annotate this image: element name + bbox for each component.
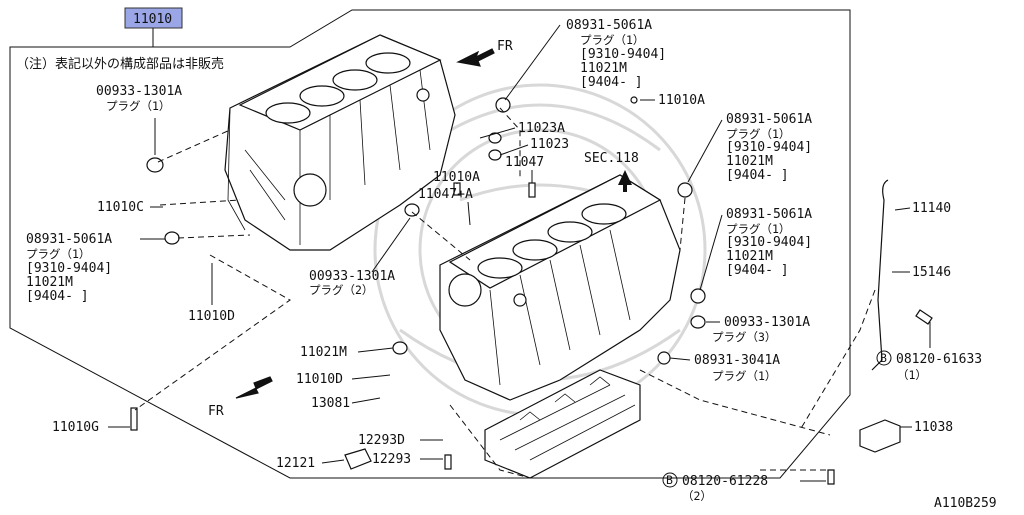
callout-00933-1301A-right[interactable]: 00933-1301A プラグ（3）	[706, 315, 810, 344]
callout-text: [9404- ]	[726, 168, 789, 183]
callout-text: 15146	[912, 265, 951, 280]
callout-12121[interactable]: 12121	[276, 456, 345, 471]
callout-text: （1）	[897, 368, 927, 382]
callout-11047-A[interactable]: 11047+A	[418, 187, 473, 226]
callout-text: 11021M	[26, 275, 73, 290]
callout-text: 13081	[311, 396, 350, 411]
callout-text: 08931-3041A	[694, 353, 780, 368]
callout-11010A-mid[interactable]: 11010A	[433, 170, 480, 185]
callout-11023[interactable]: 11023	[499, 137, 569, 156]
callout-11021M[interactable]: 11021M	[300, 345, 394, 360]
group-code: 11010	[133, 12, 172, 27]
callout-text: 11010C	[97, 200, 144, 215]
callout-text: 00933-1301A	[724, 315, 810, 330]
callout-text: [9404- ]	[580, 75, 643, 90]
callout-11010G[interactable]: 11010G	[52, 420, 130, 435]
callout-08120-61633[interactable]: B 08120-61633 （1）	[876, 322, 982, 382]
callout-11010D[interactable]: 11010D	[188, 263, 235, 324]
callout-11010A-top[interactable]: 11010A	[640, 93, 705, 108]
header-note: （注）表記以外の構成部品は非販売	[16, 56, 224, 72]
callout-text: [9310-9404]	[26, 261, 112, 276]
callout-text: プラグ（3）	[712, 330, 776, 344]
callout-text: プラグ（2）	[309, 283, 373, 297]
callout-text: [9404- ]	[726, 263, 789, 278]
callout-11010C[interactable]: 11010C	[97, 200, 163, 215]
callout-text: 11010D	[296, 372, 343, 387]
callout-00933-1301A-mid[interactable]: 00933-1301A プラグ（2）	[309, 217, 411, 297]
callout-text: [9310-9404]	[726, 140, 812, 155]
callout-text: 11021M	[726, 249, 773, 264]
callout-text: B	[666, 473, 673, 487]
callout-12293D[interactable]: 12293D	[358, 433, 443, 448]
cylinder-block-lower[interactable]	[439, 174, 681, 401]
callout-text: 08120-61228	[682, 474, 768, 489]
callout-text: 08931-5061A	[26, 232, 112, 247]
callout-08931-5061A-right1[interactable]: 08931-5061A プラグ（1） [9310-9404] 11021M [9…	[687, 112, 812, 183]
sec-label[interactable]: SEC.118	[584, 151, 639, 166]
guide-lines	[134, 107, 876, 479]
callout-text: 08931-5061A	[566, 18, 652, 33]
callout-11038[interactable]: 11038	[900, 420, 953, 435]
callout-12293[interactable]: 12293	[372, 452, 443, 467]
callout-11023A[interactable]: 11023A	[479, 121, 565, 139]
callout-text: 00933-1301A	[309, 269, 395, 284]
callout-text: [9310-9404]	[726, 235, 812, 250]
callout-text: 11010A	[658, 93, 705, 108]
frame-outline	[9, 9, 851, 479]
callout-text: 00933-1301A	[96, 84, 182, 99]
group-code-box[interactable]: 11010	[124, 7, 183, 29]
callout-08931-5061A-right2[interactable]: 08931-5061A プラグ（1） [9310-9404] 11021M [9…	[699, 207, 812, 291]
callout-08931-5061A-left[interactable]: 08931-5061A プラグ（1） [9310-9404] 11021M [9…	[26, 232, 165, 304]
callout-text: プラグ（1）	[26, 247, 90, 261]
callout-00933-1301A-top[interactable]: 00933-1301A プラグ（1）	[96, 84, 182, 155]
callout-text: （2）	[682, 489, 712, 503]
callout-text: 11010A	[433, 170, 480, 185]
callout-text: 08931-5061A	[726, 207, 812, 222]
callout-08120-61228[interactable]: B 08120-61228 （2）	[662, 472, 826, 503]
fr-label-bottom: FR	[208, 404, 224, 419]
callout-text: 11047+A	[418, 187, 473, 202]
callout-text: 11140	[912, 201, 951, 216]
plug-parts	[130, 96, 933, 485]
callout-11010D-low[interactable]: 11010D	[296, 372, 391, 387]
diagram-code: A110B259	[934, 496, 997, 511]
callout-text: プラグ（1）	[726, 222, 790, 236]
callout-text: プラグ（1）	[106, 99, 170, 113]
callout-15146[interactable]: 15146	[892, 265, 951, 280]
callout-text: 11010D	[188, 309, 235, 324]
callout-text: 11010G	[52, 420, 99, 435]
callout-11140[interactable]: 11140	[894, 201, 951, 216]
callout-text: プラグ（1）	[580, 33, 644, 47]
sec-arrow-icon	[618, 170, 632, 192]
callout-text: 11021M	[300, 345, 347, 360]
callout-text: 11038	[914, 420, 953, 435]
callout-text: 12293D	[358, 433, 405, 448]
callout-text: B	[880, 351, 887, 365]
callout-08931-5061A-top[interactable]: 08931-5061A プラグ（1） [9310-9404] 11021M [9…	[504, 18, 666, 101]
callout-text: 11021M	[580, 61, 627, 76]
callout-text: 12293	[372, 452, 411, 467]
callout-text: [9404- ]	[26, 289, 89, 304]
callout-text: 11047	[505, 155, 544, 170]
callout-text: プラグ（1）	[726, 127, 790, 141]
callout-text: 08120-61633	[896, 352, 982, 367]
callout-11047[interactable]: 11047	[505, 155, 544, 183]
cylinder-block-upper[interactable]	[224, 34, 456, 251]
callout-text: 12121	[276, 456, 315, 471]
callout-text: 11023	[530, 137, 569, 152]
fr-label-top: FR	[497, 39, 513, 54]
callout-13081[interactable]: 13081	[311, 396, 381, 411]
fr-arrow-top-icon	[456, 48, 495, 67]
oil-pan[interactable]	[484, 369, 641, 479]
callout-text: 11021M	[726, 154, 773, 169]
fr-arrow-bottom-icon	[235, 376, 273, 399]
callout-text: 11023A	[518, 121, 565, 136]
callout-08931-3041A[interactable]: 08931-3041A プラグ（1）	[669, 353, 780, 383]
callout-text: 08931-5061A	[726, 112, 812, 127]
callout-text: [9310-9404]	[580, 47, 666, 62]
callout-text: プラグ（1）	[712, 369, 776, 383]
